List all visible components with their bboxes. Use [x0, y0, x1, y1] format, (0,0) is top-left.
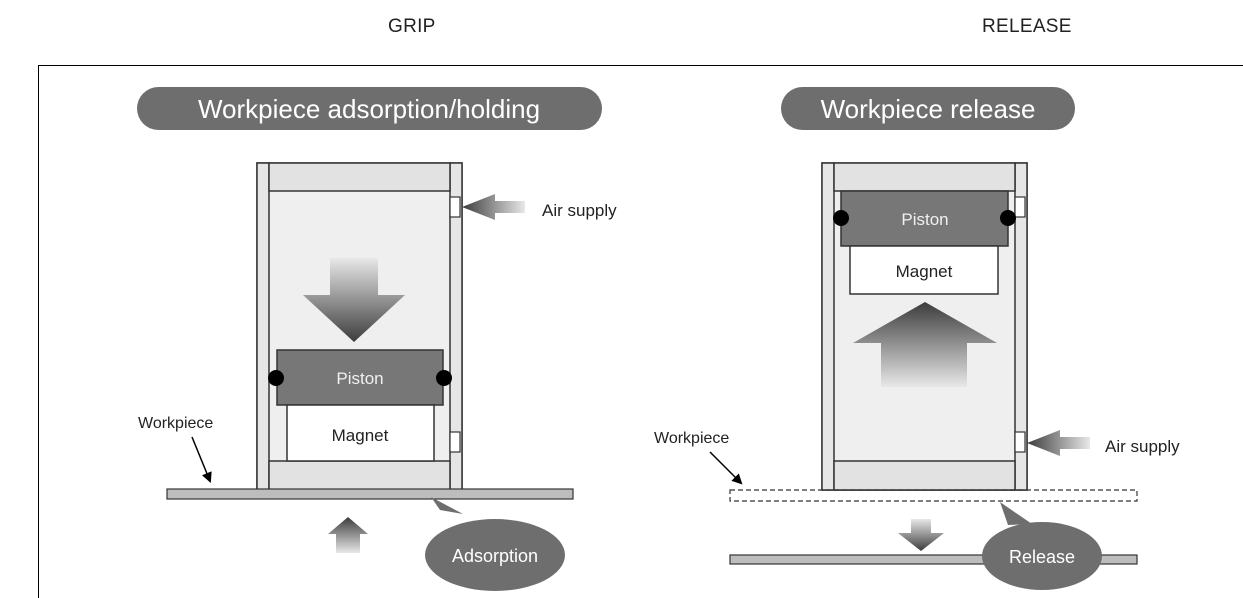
release-piston-seal-right	[1000, 210, 1016, 226]
release-piston-seal-left	[833, 210, 849, 226]
grip-panel: Workpiece adsorption/holding Piston Magn…	[137, 87, 617, 591]
release-magnet-label: Magnet	[896, 262, 953, 281]
grip-piston-seal-right	[436, 370, 452, 386]
grip-piston-seal-left	[268, 370, 284, 386]
grip-callout-label: Adsorption	[452, 546, 538, 566]
release-panel: Workpiece release Piston Magnet Air supp…	[654, 87, 1180, 590]
grip-piston: Piston	[268, 349, 452, 406]
release-heading: RELEASE	[982, 16, 1072, 37]
release-magnet: Magnet	[849, 245, 999, 295]
release-callout: Release	[982, 502, 1102, 590]
release-title: Workpiece release	[821, 94, 1036, 124]
release-workpiece-label: Workpiece	[654, 430, 729, 447]
release-piston-label: Piston	[901, 210, 948, 229]
grip-up-arrow	[328, 517, 368, 553]
release-air-supply-label: Air supply	[1105, 437, 1180, 456]
grip-heading: GRIP	[388, 16, 436, 37]
release-piston: Piston	[833, 190, 1016, 247]
grip-down-arrow	[303, 258, 405, 342]
release-callout-label: Release	[1009, 547, 1075, 567]
grip-workpiece-plate	[166, 488, 574, 500]
grip-title: Workpiece adsorption/holding	[198, 94, 540, 124]
grip-magnet: Magnet	[286, 404, 435, 462]
grip-title-pill: Workpiece adsorption/holding	[137, 87, 602, 130]
grip-workpiece-pointer	[191, 436, 212, 483]
release-workpiece-pointer	[709, 451, 743, 485]
release-title-pill: Workpiece release	[781, 87, 1075, 130]
release-workpiece-plate	[729, 554, 1138, 565]
grip-piston-label: Piston	[336, 369, 383, 388]
grip-air-arrow	[462, 194, 525, 220]
grip-workpiece-label: Workpiece	[138, 415, 213, 432]
release-down-arrow	[898, 519, 944, 551]
release-air-arrow	[1027, 430, 1090, 456]
grip-air-supply-label: Air supply	[542, 201, 617, 220]
grip-magnet-label: Magnet	[332, 426, 389, 445]
grip-callout: Adsorption	[425, 497, 565, 591]
release-up-arrow	[853, 302, 997, 387]
release-workpiece-outline	[729, 489, 1138, 502]
diagram-frame	[38, 65, 1243, 598]
